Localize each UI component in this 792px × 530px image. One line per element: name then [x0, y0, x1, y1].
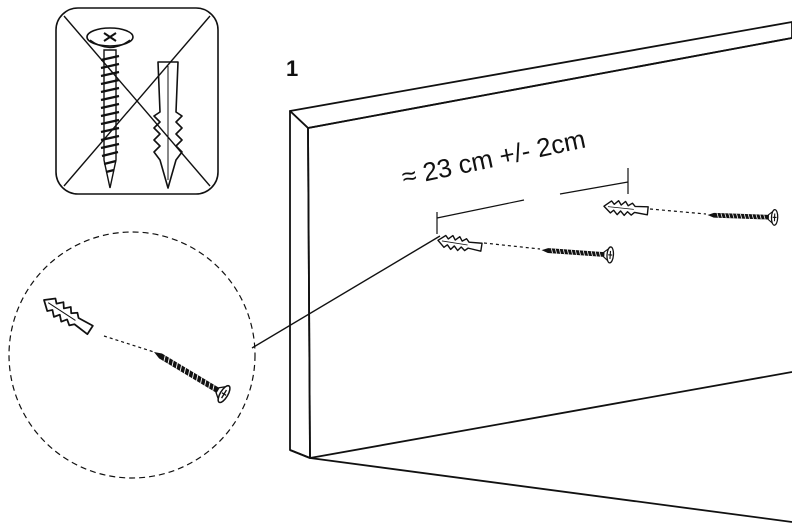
- wall-plug-icon: [436, 232, 484, 255]
- screw-icon: [540, 241, 615, 264]
- wall-plug-icon: [602, 198, 650, 219]
- measurement-label: ≈ 23 cm +/- 2cm: [399, 124, 588, 192]
- callout-leader-line: [251, 235, 441, 349]
- cross-out-icon: [63, 15, 211, 187]
- screw-icon: [706, 206, 779, 226]
- crossed-out-hardware-box: [55, 7, 219, 195]
- wall-plug-icon: [153, 61, 183, 189]
- alignment-line: [483, 242, 541, 250]
- wall-panel: [289, 21, 792, 523]
- measurement-guide: [436, 168, 629, 234]
- alignment-line: [103, 335, 155, 353]
- step-number: 1: [286, 56, 298, 81]
- alignment-line: [649, 208, 707, 215]
- screw-icon: [86, 27, 134, 189]
- detail-callout: [8, 231, 441, 479]
